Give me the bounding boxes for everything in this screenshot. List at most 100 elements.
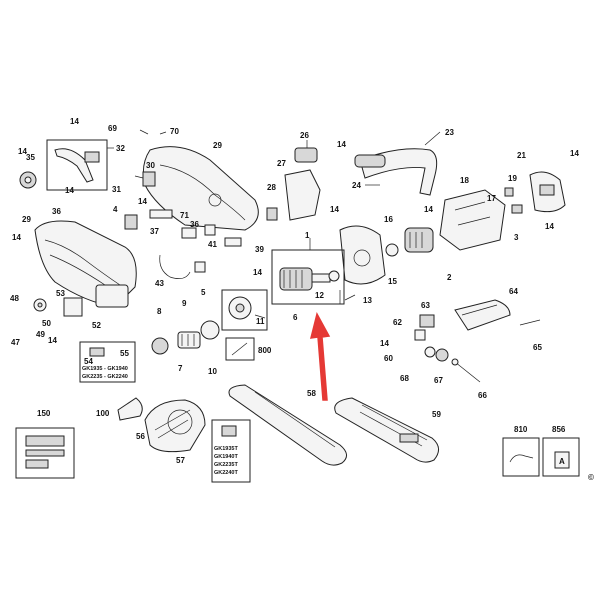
label-35: 35 [26,153,35,162]
label-36-b: 36 [190,220,199,229]
label-53: 53 [56,289,65,298]
part-62 [414,329,426,341]
label-14-i: 14 [424,205,433,214]
label-27: 27 [277,159,286,168]
part-71 [181,227,197,239]
models-57-line1: GK1935T [214,446,238,452]
label-55: 55 [120,349,129,358]
part-36 [204,224,216,236]
part-switch [84,151,100,163]
label-14-l: 14 [48,336,57,345]
label-65: 65 [533,343,542,352]
label-57: 57 [176,456,185,465]
part-28 [266,207,278,221]
label-70: 70 [170,127,179,136]
label-69: 69 [108,124,117,133]
part-37 [149,209,173,219]
part-64 [454,299,511,331]
label-67: 67 [434,376,443,385]
part-68 [424,346,436,358]
label-49: 49 [36,330,45,339]
label-56: 56 [136,432,145,441]
models-57-line2: GK1940T [214,454,238,460]
label-4: 4 [113,205,118,214]
label-9: 9 [182,299,187,308]
leader-lines [134,129,541,326]
label-36-a: 36 [52,207,61,216]
label-50: 50 [42,319,51,328]
part-59-bar-cover [334,397,439,463]
label-14-h: 14 [570,149,579,158]
label-58: 58 [307,389,316,398]
part-43-spring [159,254,191,279]
part-12 [328,270,340,282]
label-30: 30 [146,161,155,170]
copyright-mark: © [588,473,594,482]
label-100: 100 [96,409,110,418]
models-54-line2: GK2235 - GK2240 [82,374,128,380]
label-800: 800 [258,346,272,355]
label-14-f: 14 [253,268,262,277]
part-67 [435,348,449,362]
part-100 [117,397,143,421]
tag-letter: A [559,457,565,466]
label-52: 52 [92,321,101,330]
part-27 [284,169,321,221]
label-16: 16 [384,215,393,224]
box-6 [221,289,268,331]
box-150 [15,427,75,479]
box-856 [542,437,580,477]
models-57-line3: GK2235T [214,462,238,468]
part-52 [63,297,83,317]
label-64: 64 [509,287,518,296]
label-29-a: 29 [213,141,222,150]
part-30 [142,171,156,187]
part-13 [339,225,386,285]
label-18: 18 [460,176,469,185]
label-14-k: 14 [330,205,339,214]
part-56 [144,399,206,453]
label-71: 71 [180,211,189,220]
label-68: 68 [400,374,409,383]
label-48: 48 [10,294,19,303]
label-856: 856 [552,425,566,434]
part-5 [194,261,206,273]
label-19: 19 [508,174,517,183]
label-14-e: 14 [12,233,21,242]
part-18 [439,189,506,251]
label-12: 12 [315,291,324,300]
part-trigger [54,148,94,183]
label-63: 63 [421,301,430,310]
part-8 [151,337,169,355]
label-23: 23 [445,128,454,137]
part-23-grip [354,154,386,168]
box-1-motor [271,249,345,305]
part-2 [404,227,434,253]
label-150: 150 [37,409,51,418]
label-17: 17 [487,194,496,203]
part-66-rod [454,361,481,383]
part-53-panel [95,284,129,308]
label-13: 13 [363,296,372,305]
label-31: 31 [112,185,121,194]
label-47: 47 [11,338,20,347]
label-26: 26 [300,131,309,140]
box-32 [46,139,108,191]
label-14-m: 14 [380,339,389,348]
label-14-c: 14 [65,186,74,195]
label-6: 6 [293,313,298,322]
label-15: 15 [388,277,397,286]
part-58-guide-bar [228,384,347,466]
box-810 [502,437,540,477]
label-5: 5 [201,288,206,297]
label-14-b: 14 [18,147,27,156]
label-62: 62 [393,318,402,327]
label-32: 32 [116,144,125,153]
label-10: 10 [208,367,217,376]
models-57-line4: GK2240T [214,470,238,476]
part-17 [504,187,514,197]
part-15 [385,243,399,257]
models-54-line1: GK1935 - GK1940 [82,366,128,372]
